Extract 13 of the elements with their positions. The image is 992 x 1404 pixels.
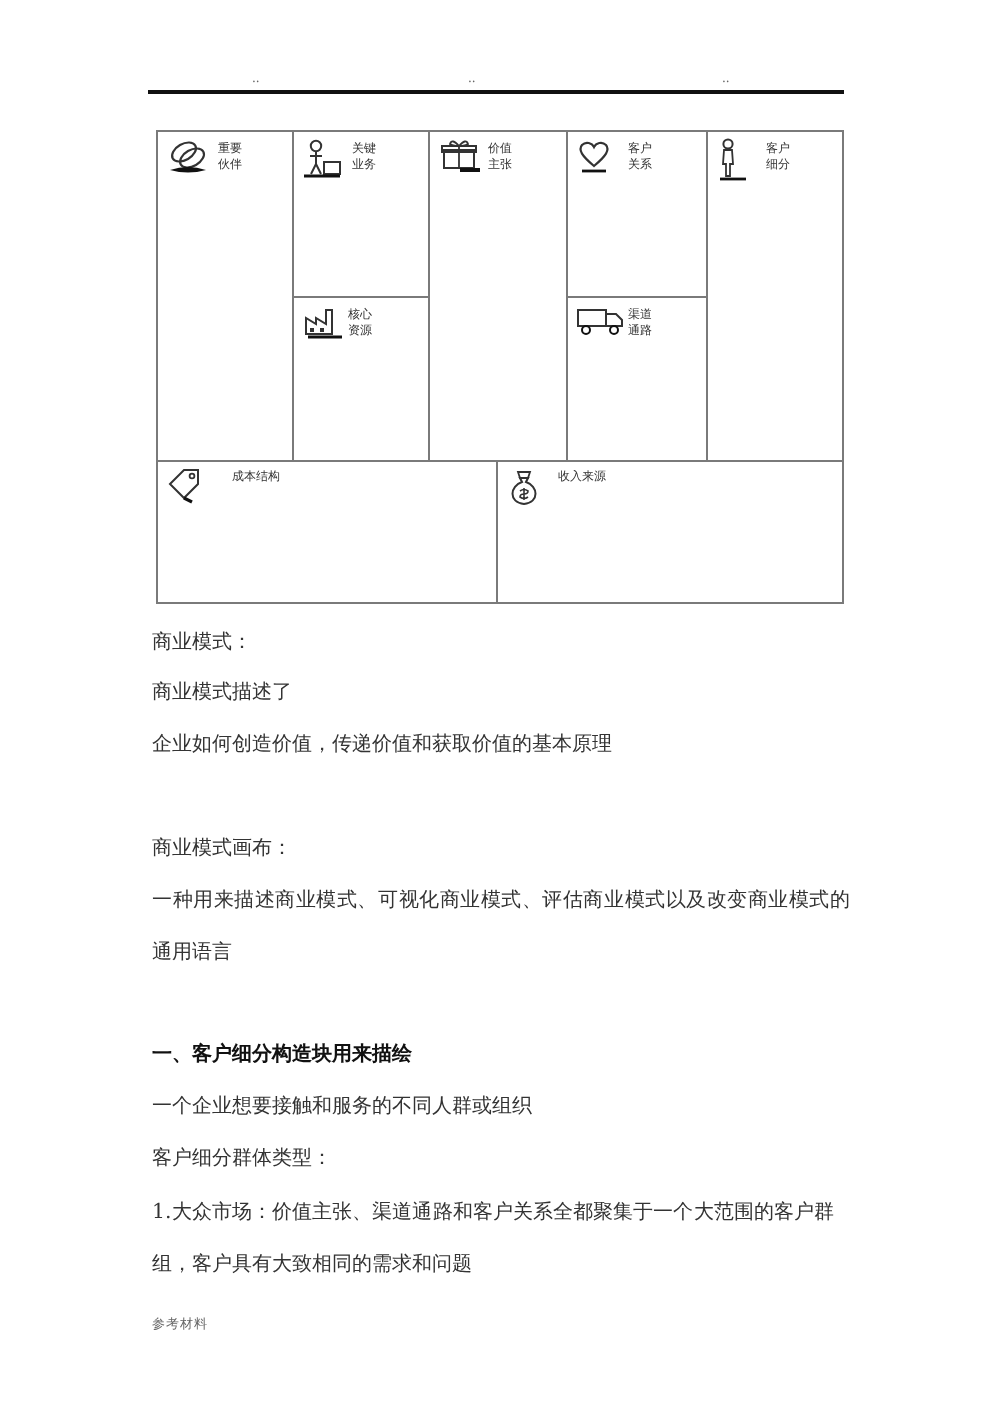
paragraph: 商业模式： <box>152 629 252 658</box>
paragraph: 一个企业想要接触和服务的不同人群或组织 <box>152 1093 532 1122</box>
section-heading: 一、客户细分构造块用来描绘 <box>152 1040 412 1070</box>
paragraph: 一种用来描述商业模式、可视化商业模式、评估商业模式以及改变商业模式的通用语言 <box>152 887 850 968</box>
paragraph: 企业如何创造价值，传递价值和获取价值的基本原理 <box>152 731 612 760</box>
canvas-block <box>156 460 498 604</box>
canvas-block <box>156 130 294 462</box>
paragraph: 商业模式描述了 <box>152 679 292 708</box>
canvas-block <box>496 460 844 604</box>
paragraph: 1.大众市场：价值主张、渠道通路和客户关系全都聚集于一个大范围的客户群组，客户具有大致相同的需求和问题 <box>152 1199 834 1280</box>
paragraph: 客户细分群体类型： <box>152 1145 332 1174</box>
paragraph: 商业模式画布： <box>152 835 292 864</box>
canvas-block <box>706 130 844 462</box>
